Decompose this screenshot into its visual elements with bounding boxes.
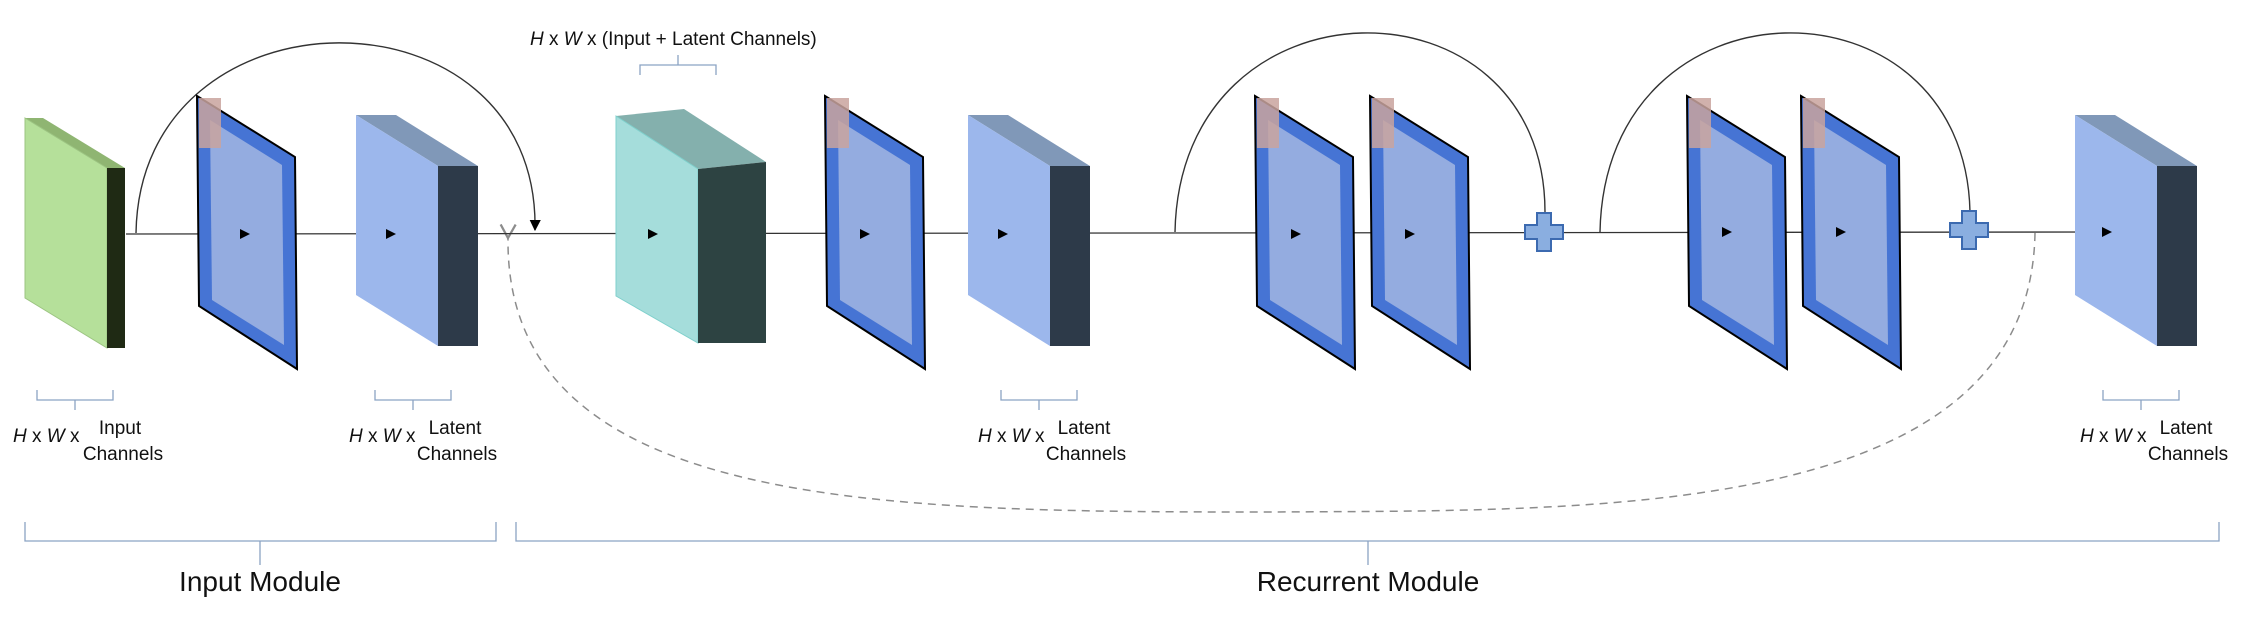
svg-text:Latent: Latent [429, 418, 483, 439]
svg-text:Input: Input [99, 418, 142, 439]
conv-filter-3 [1253, 94, 1357, 371]
svg-text:H x W x: H x W x [13, 426, 80, 447]
input-tensor [24, 117, 125, 349]
plus-icon [1949, 210, 1989, 250]
svg-text:H x W x: H x W x [349, 426, 416, 447]
recurrent-module-label: Recurrent Module [1257, 566, 1480, 597]
arrow-icon [386, 229, 396, 239]
svg-text:H x W x (Input + Latent Channe: H x W x (Input + Latent Channels) [530, 29, 817, 50]
arrow-icon [860, 229, 870, 239]
arrow-icon [1722, 227, 1732, 237]
svg-text:Channels: Channels [2148, 444, 2228, 465]
input-dims-label: H x W x Input Channels [13, 418, 163, 465]
arrow-icon [1405, 229, 1415, 239]
svg-text:Channels: Channels [83, 444, 163, 465]
latent-dims-label-2: H x W x Latent Channels [978, 418, 1126, 465]
conv-filter-5 [1685, 94, 1789, 371]
arrow-icon [998, 229, 1008, 239]
concat-tensor [615, 109, 766, 344]
latent-dims-label-1: H x W x Latent Channels [349, 418, 497, 465]
latent-tensor-2 [968, 115, 1090, 346]
kernel-patch [827, 98, 849, 148]
kernel-patch [1257, 98, 1279, 148]
latent-tensor-1 [356, 115, 478, 346]
plus-icon [1524, 212, 1564, 252]
arrow-icon [2102, 227, 2112, 237]
conv-filter-4 [1368, 94, 1472, 371]
arrow-icon [240, 229, 250, 239]
module-brackets [24, 522, 2220, 565]
kernel-patch [1803, 98, 1825, 148]
kernel-patch [199, 98, 221, 148]
arrow-icon [1836, 227, 1846, 237]
skip-arc-2 [1174, 32, 1546, 233]
svg-text:H x W x: H x W x [2080, 426, 2147, 447]
kernel-patch [1372, 98, 1394, 148]
feedback-arc [499, 223, 2036, 513]
kernel-patch [1689, 98, 1711, 148]
svg-text:Channels: Channels [417, 444, 497, 465]
flow-arrows [240, 227, 2112, 239]
conv-filter-2 [823, 94, 927, 371]
arrow-icon [1291, 229, 1301, 239]
skip-arc-3 [1599, 32, 1971, 233]
svg-text:Latent: Latent [1058, 418, 1112, 439]
svg-text:Latent: Latent [2160, 418, 2214, 439]
conv-filter-6 [1799, 94, 1903, 371]
concat-dims-label: H x W x (Input + Latent Channels) [530, 29, 817, 50]
dim-brackets [36, 55, 2180, 410]
input-module-label: Input Module [179, 566, 341, 597]
svg-text:H x W x: H x W x [978, 426, 1045, 447]
skip-arc-1 [135, 42, 541, 234]
latent-dims-label-3: H x W x Latent Channels [2080, 418, 2228, 465]
latent-tensor-3 [2075, 115, 2197, 346]
arrow-icon [648, 229, 658, 239]
svg-text:Channels: Channels [1046, 444, 1126, 465]
